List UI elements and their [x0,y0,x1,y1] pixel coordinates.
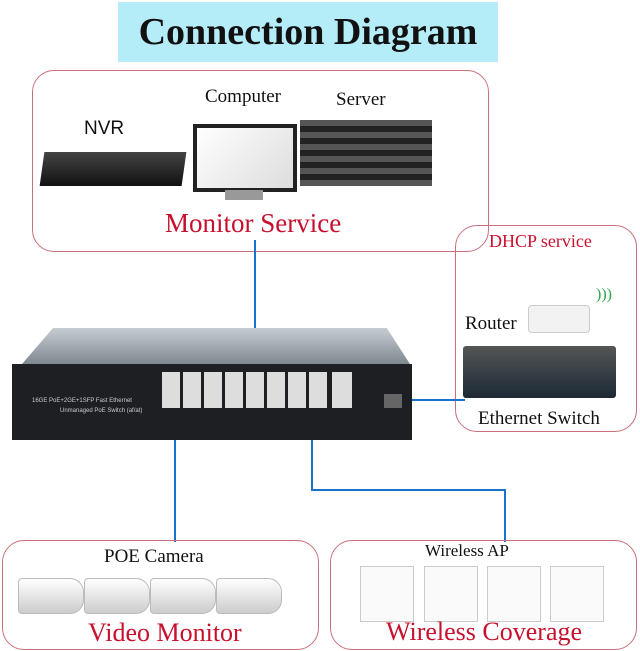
port-group-1 [162,372,244,408]
ap-2 [424,566,478,622]
switch-top [22,328,410,364]
wifi-icon: ))) [596,286,612,303]
cable-ap-h [311,489,506,491]
ethernet-switch-label: Ethernet Switch [478,408,600,429]
switch-model-line2: Unmanaged PoE Switch (af/at) [60,408,143,414]
nvr-label: NVR [84,118,125,139]
camera-4 [216,578,282,614]
poe-camera-label: POE Camera [104,546,204,567]
router-label: Router [465,313,517,334]
switch-front: 16GE PoE+2GE+1SFP Fast Ethernet Unmanage… [12,364,412,440]
video-monitor-caption: Video Monitor [88,618,242,647]
sfp-port [384,394,402,408]
uplink-ports [332,372,352,408]
diagram-title: Connection Diagram [118,2,498,62]
poe-switch: 16GE PoE+2GE+1SFP Fast Ethernet Unmanage… [12,328,412,440]
ap-3 [487,566,541,622]
camera-2 [84,578,150,614]
router-device [528,305,590,333]
cable-camera [174,398,176,542]
computer-monitor [193,124,297,192]
computer-label: Computer [205,86,281,107]
dhcp-group [455,225,637,432]
ap-1 [360,566,414,622]
cable-ap-v2 [504,489,506,542]
wireless-ap-label: Wireless AP [425,541,509,560]
cable-ap-v1 [311,398,313,490]
camera-1 [18,578,84,614]
monitor-service-group [32,70,489,252]
dhcp-caption: DHCP service [489,231,592,251]
camera-3 [150,578,216,614]
monitor-service-caption: Monitor Service [165,208,342,238]
ethernet-switch-device [463,346,616,398]
cable-monitor [254,240,256,375]
computer-stand [225,190,263,200]
port-group-2 [246,372,328,408]
wireless-coverage-caption: Wireless Coverage [386,617,583,646]
video-monitor-group [2,540,319,650]
wireless-group [330,540,637,650]
server-label: Server [336,89,386,110]
switch-model-line1: 16GE PoE+2GE+1SFP Fast Ethernet [32,398,132,404]
ap-4 [550,566,604,622]
nvr-device [39,152,187,186]
server-rack [300,120,432,186]
